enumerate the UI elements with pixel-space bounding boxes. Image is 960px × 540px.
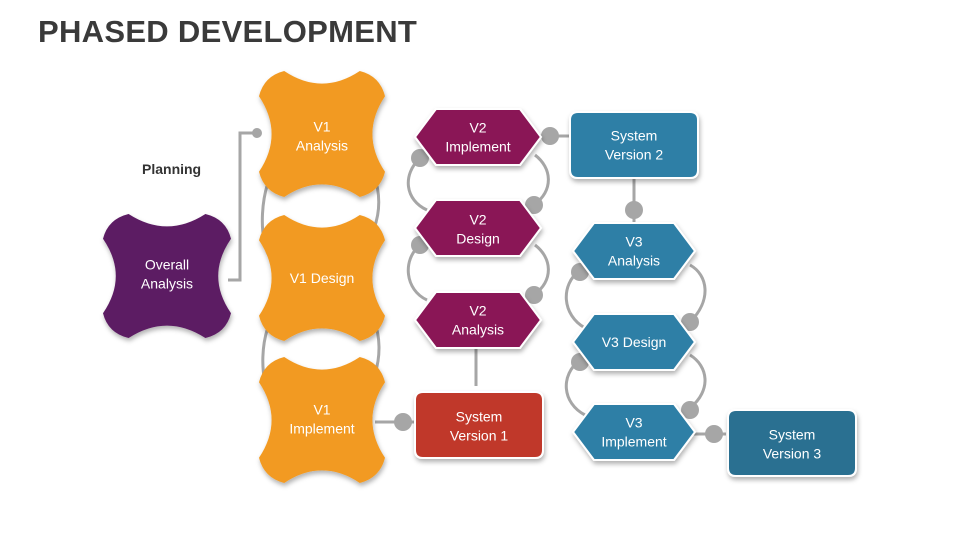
planning-label: Planning bbox=[142, 161, 202, 177]
system-version-3-node-shape bbox=[727, 409, 857, 477]
joint-dot bbox=[681, 401, 699, 419]
system-version-2-node-shape bbox=[569, 111, 699, 179]
v2-design-node-label-line: V2 bbox=[469, 211, 486, 227]
overall-analysis-node-label-line: Analysis bbox=[141, 275, 193, 291]
v1-implement-node-shape bbox=[259, 357, 385, 483]
joint-dot bbox=[525, 196, 543, 214]
system-version-1-node-shape bbox=[414, 391, 544, 459]
joint-dot bbox=[411, 149, 429, 167]
v3-design-node-shape bbox=[571, 313, 697, 371]
v3-analysis-node-label-line: V3 bbox=[625, 233, 642, 249]
v3-implement-node-shape bbox=[571, 403, 697, 461]
system-version-1-node-label-line: System bbox=[456, 408, 503, 424]
v1-design-node-shape bbox=[259, 215, 385, 341]
v1-analysis-node-label-line: Analysis bbox=[296, 137, 348, 153]
system-version-1-node-label-line: Version 1 bbox=[450, 427, 509, 443]
joint-dot bbox=[681, 313, 699, 331]
joint-dot bbox=[525, 286, 543, 304]
joint-dot bbox=[252, 128, 262, 138]
v1-implement-node-label-line: Implement bbox=[289, 420, 354, 436]
v2-analysis-node-label-line: V2 bbox=[469, 302, 486, 318]
page-title: PHASED DEVELOPMENT bbox=[38, 14, 418, 49]
v2-design-node-shape bbox=[413, 199, 543, 257]
v2-implement-node-label-line: V2 bbox=[469, 119, 486, 135]
v1-design-node-label-line: V1 Design bbox=[290, 270, 355, 286]
v2-design-node-label-line: Design bbox=[456, 230, 500, 246]
joint-dot bbox=[394, 413, 412, 431]
system-version-3-node-label-line: System bbox=[769, 426, 816, 442]
v3-analysis-node-shape bbox=[571, 222, 697, 280]
overall-analysis-node-shape bbox=[103, 214, 231, 338]
v3-design-node-label-line: V3 Design bbox=[602, 334, 667, 350]
v2-implement-node-shape bbox=[413, 108, 543, 166]
v1-implement-node-label-line: V1 bbox=[313, 401, 330, 417]
v1-analysis-node-label-line: V1 bbox=[313, 118, 330, 134]
v3-implement-node-label-line: Implement bbox=[601, 433, 666, 449]
v1-design-node: V1 Design bbox=[259, 215, 385, 341]
v2-implement-node-label-line: Implement bbox=[445, 138, 510, 154]
v1-analysis-node-shape bbox=[259, 71, 385, 197]
v2-analysis-node-shape bbox=[413, 291, 543, 349]
v3-design-node: V3 Design bbox=[571, 313, 697, 371]
overall-analysis-node-label-line: Overall bbox=[145, 256, 189, 272]
v3-implement-node-label-line: V3 bbox=[625, 414, 642, 430]
system-version-2-node-label-line: System bbox=[611, 127, 658, 143]
v2-analysis-node-label-line: Analysis bbox=[452, 321, 504, 337]
joint-dot bbox=[541, 127, 559, 145]
system-version-2-node-label-line: Version 2 bbox=[605, 146, 664, 162]
joint-dot bbox=[625, 201, 643, 219]
v3-analysis-node-label-line: Analysis bbox=[608, 252, 660, 268]
joint-dot bbox=[705, 425, 723, 443]
planning-bracket-connector bbox=[228, 131, 257, 282]
system-version-3-node-label-line: Version 3 bbox=[763, 445, 822, 461]
